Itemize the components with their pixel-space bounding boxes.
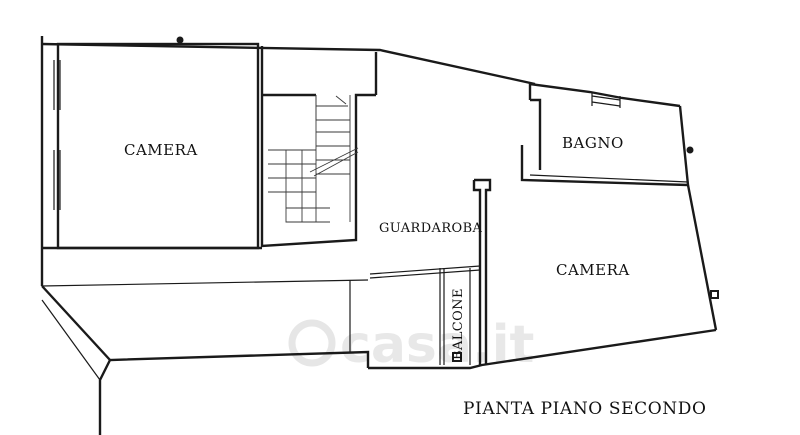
- label-bagno: BAGNO: [562, 134, 624, 152]
- stairwell: [260, 46, 378, 248]
- watermark: casa.it: [288, 315, 534, 375]
- outer-walls: [40, 36, 718, 435]
- room-balcone: [439, 268, 471, 365]
- label-balcone: BALCONE: [451, 288, 466, 360]
- label-guardaroba: GUARDAROBA: [379, 221, 483, 236]
- plan-caption: PIANTA PIANO SECONDO: [463, 399, 706, 419]
- room-camera-left: [41, 42, 369, 287]
- room-guardaroba: [349, 178, 492, 365]
- room-bagno: [520, 92, 689, 187]
- label-camera-right: CAMERA: [556, 261, 630, 279]
- markers: [176, 36, 719, 299]
- watermark-text: casa.it: [340, 315, 534, 375]
- label-camera-left: CAMERA: [124, 141, 198, 159]
